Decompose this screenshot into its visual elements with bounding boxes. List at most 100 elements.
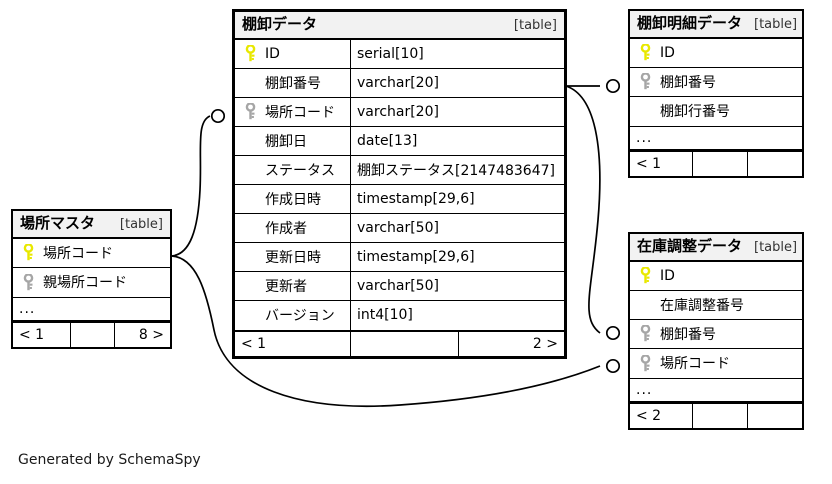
table-row[interactable]: ID (630, 38, 802, 68)
column-type: varchar[50] (350, 213, 564, 242)
table-header: 棚卸データ [table] (235, 12, 564, 40)
foreign-key-icon (241, 103, 259, 120)
table-row[interactable]: ID serial[10] (235, 39, 564, 69)
cardinality-zero-marker (605, 78, 621, 94)
footer-middle (692, 403, 747, 428)
table-row[interactable]: バージョン int4[10] (235, 300, 564, 330)
table-row[interactable]: ステータス 棚卸ステータス[2147483647] (235, 155, 564, 185)
table-kind-label: [table] (754, 240, 798, 255)
table-title: 棚卸データ (242, 15, 318, 33)
column-name-cell: 場所コード (630, 349, 738, 378)
column-list: ID 在庫調整番号 棚卸番号 (630, 261, 802, 378)
table-inventory-detail[interactable]: 棚卸明細データ [table] ID 棚卸番号 (628, 9, 804, 178)
table-title: 棚卸明細データ (637, 14, 743, 32)
column-type: varchar[20] (350, 68, 564, 97)
column-name-cell: 親場所コード (13, 268, 135, 297)
column-name-cell: 作成日時 (235, 185, 350, 213)
table-inventory-data[interactable]: 棚卸データ [table] ID serial[10] 棚卸番号 varchar… (232, 9, 567, 359)
column-name: ID (265, 45, 280, 62)
foreign-key-icon (636, 354, 654, 372)
footer-parent-count[interactable]: < 1 (636, 155, 662, 172)
column-name: 棚卸番号 (660, 74, 716, 91)
column-name-cell: 棚卸番号 (630, 320, 724, 348)
column-name: 棚卸番号 (265, 75, 321, 92)
foreign-key-icon (19, 273, 37, 291)
column-name-cell: 場所コード (13, 239, 121, 267)
column-name-cell: ステータス (235, 156, 350, 184)
table-row[interactable]: 在庫調整番号 (630, 290, 802, 320)
table-row[interactable]: 棚卸番号 (630, 319, 802, 349)
column-name-cell: ID (235, 40, 350, 68)
footer-middle (70, 322, 114, 347)
column-name: ID (660, 267, 675, 284)
table-row[interactable]: 場所コード varchar[20] (235, 97, 564, 127)
primary-key-icon (636, 267, 654, 284)
column-name-cell: 棚卸番号 (235, 69, 350, 97)
cardinality-zero-marker (605, 325, 621, 341)
table-row[interactable]: 棚卸日 date[13] (235, 126, 564, 156)
table-title: 場所マスタ (20, 214, 96, 232)
table-kind-label: [table] (513, 18, 557, 33)
table-row[interactable]: 更新日時 timestamp[29,6] (235, 242, 564, 272)
table-row[interactable]: 棚卸行番号 (630, 96, 802, 126)
more-columns-indicator: ... (13, 296, 170, 321)
primary-key-icon (19, 244, 37, 261)
table-stock-adjustment[interactable]: 在庫調整データ [table] ID 在庫調整番号 (628, 232, 804, 430)
table-row[interactable]: 作成日時 timestamp[29,6] (235, 184, 564, 214)
column-name-cell: 更新日時 (235, 243, 350, 271)
table-location-master[interactable]: 場所マスタ [table] 場所コード 親場所コード (11, 209, 172, 349)
column-name: 作成日時 (265, 191, 321, 208)
column-type: 棚卸ステータス[2147483647] (350, 155, 564, 184)
footer-parent-count[interactable]: < 2 (636, 407, 662, 424)
column-name: 棚卸番号 (660, 326, 716, 343)
column-name-cell: ID (630, 39, 683, 67)
table-row[interactable]: 棚卸番号 (630, 67, 802, 97)
column-type: timestamp[29,6] (350, 242, 564, 271)
column-name: 更新日時 (265, 249, 321, 266)
column-name: 在庫調整番号 (660, 297, 744, 314)
column-type: varchar[20] (350, 97, 564, 126)
column-name: バージョン (265, 308, 335, 325)
column-name-cell: 在庫調整番号 (630, 291, 752, 319)
column-type: date[13] (350, 126, 564, 155)
column-type: timestamp[29,6] (350, 184, 564, 213)
footer-child-count[interactable] (747, 151, 802, 176)
column-name: 場所コード (660, 356, 730, 373)
table-header: 棚卸明細データ [table] (630, 11, 802, 39)
table-footer: < 1 8 > (13, 320, 170, 347)
column-name: 場所コード (265, 104, 335, 121)
primary-key-icon (241, 45, 259, 62)
column-name-cell: バージョン (235, 301, 350, 330)
column-name-cell: 作成者 (235, 214, 350, 242)
column-name: 更新者 (265, 278, 307, 295)
table-row[interactable]: 作成者 varchar[50] (235, 213, 564, 243)
column-name: 棚卸行番号 (660, 104, 730, 121)
table-row[interactable]: ID (630, 261, 802, 291)
foreign-key-icon (636, 325, 654, 342)
footer-child-count[interactable]: 8 > (114, 322, 170, 347)
footer-middle (692, 151, 747, 176)
table-row[interactable]: 場所コード (630, 348, 802, 378)
table-footer: < 1 (630, 149, 802, 176)
more-columns-indicator: ... (630, 125, 802, 150)
table-row[interactable]: 場所コード (13, 238, 170, 268)
more-columns-indicator: ... (630, 377, 802, 402)
footer-parent-count[interactable]: < 1 (19, 326, 45, 343)
column-name-cell: 棚卸行番号 (630, 97, 738, 126)
table-row[interactable]: 更新者 varchar[50] (235, 271, 564, 301)
footer-parent-count[interactable]: < 1 (241, 335, 267, 352)
column-type: serial[10] (350, 39, 564, 68)
column-name-cell: ID (630, 262, 683, 290)
footer-middle (350, 331, 458, 356)
footer-child-count[interactable] (747, 403, 802, 428)
footer-child-count[interactable]: 2 > (458, 331, 564, 356)
column-name-cell: 棚卸番号 (630, 68, 724, 96)
column-name-cell: 更新者 (235, 272, 350, 300)
column-type: varchar[50] (350, 271, 564, 300)
table-row[interactable]: 親場所コード (13, 267, 170, 297)
column-name-cell: 場所コード (235, 98, 350, 126)
table-row[interactable]: 棚卸番号 varchar[20] (235, 68, 564, 98)
column-list: 場所コード 親場所コード (13, 238, 170, 297)
table-kind-label: [table] (119, 217, 163, 232)
